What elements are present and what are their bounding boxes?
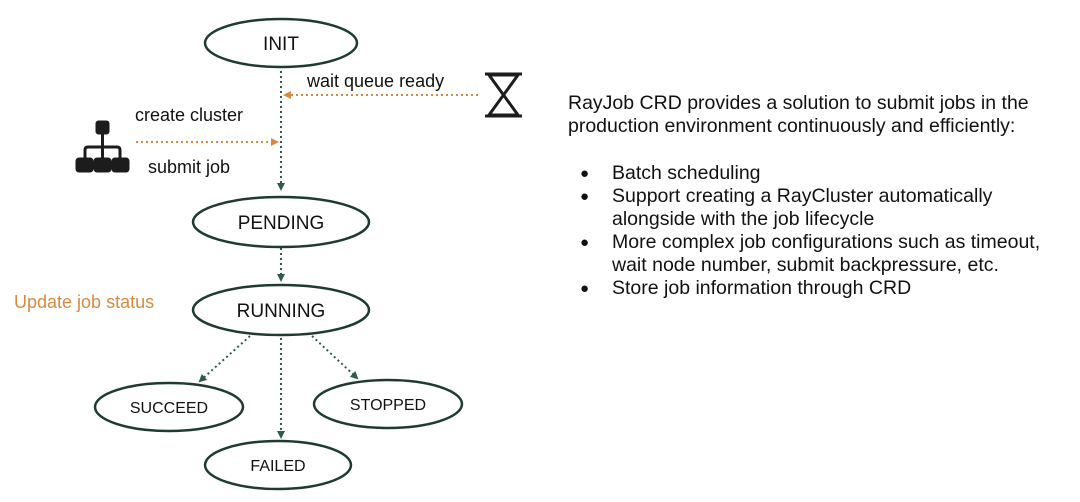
feature-list: Batch scheduling Support creating a RayC… — [568, 162, 1068, 300]
state-pending: PENDING — [191, 195, 371, 249]
feature-item: Store job information through CRD — [568, 277, 1068, 300]
feature-item: Batch scheduling — [568, 162, 1068, 185]
state-succeed-label: SUCCEED — [130, 400, 208, 417]
description-intro: RayJob CRD provides a solution to submit… — [568, 92, 1029, 137]
edge-running-succeed — [198, 335, 251, 383]
description-panel: RayJob CRD provides a solution to submit… — [568, 92, 1068, 300]
label-update-job-status: Update job status — [14, 292, 154, 312]
label-submit-job: submit job — [148, 157, 230, 177]
hourglass-icon — [485, 72, 522, 118]
state-succeed: SUCCEED — [93, 381, 245, 433]
label-create-cluster: create cluster — [135, 105, 243, 125]
state-running-label: RUNNING — [237, 301, 326, 322]
hierarchy-icon — [75, 120, 130, 173]
label-wait-queue-ready: wait queue ready — [306, 71, 444, 91]
state-stopped: STOPPED — [312, 378, 464, 430]
state-init-label: INIT — [263, 34, 299, 55]
state-init: INIT — [203, 17, 359, 69]
state-diagram: INIT PENDING RUNNING SUCCEED STOPPED FAI… — [14, 17, 522, 491]
edge-running-stopped — [311, 335, 359, 380]
state-running: RUNNING — [191, 283, 371, 337]
state-stopped-label: STOPPED — [350, 397, 426, 414]
feature-item: More complex job configurations such as … — [568, 231, 1068, 277]
state-failed-label: FAILED — [250, 458, 305, 475]
state-pending-label: PENDING — [238, 213, 325, 234]
state-failed: FAILED — [203, 439, 353, 491]
feature-item: Support creating a RayCluster automatica… — [568, 185, 1068, 231]
